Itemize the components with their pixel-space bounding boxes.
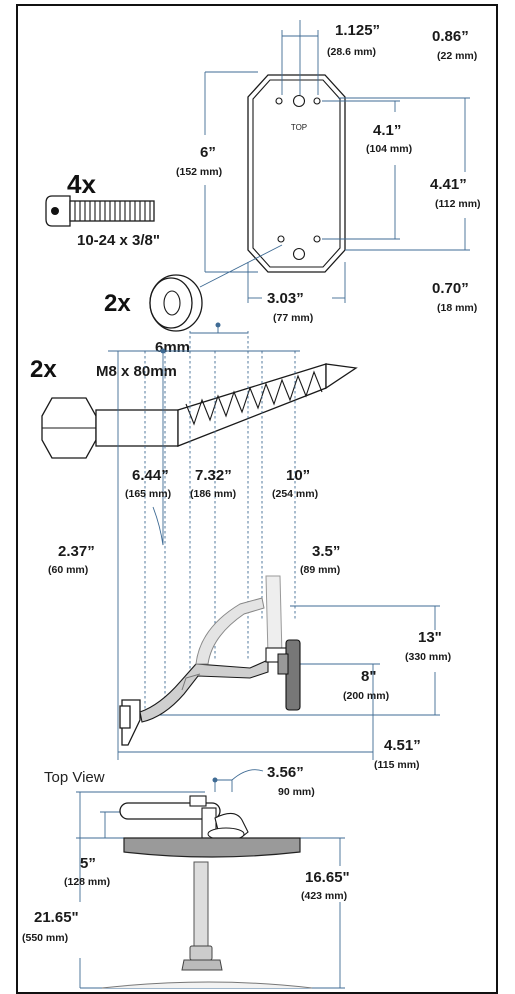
plate-hole-height-in: 4.1”: [373, 122, 401, 139]
plate-top-offset-mm: (22 mm): [437, 50, 477, 62]
side-depth-4-mm: (60 mm): [48, 564, 88, 576]
side-depth-5-in: 3.5”: [312, 543, 340, 560]
washer-size: 6mm: [155, 339, 190, 356]
washer-quantity: 2x: [104, 290, 131, 317]
top-depth-3-in: 16.65": [305, 869, 350, 886]
side-view-labels: 6.44” (165 mm) 7.32” (186 mm) 10” (254 m…: [48, 467, 451, 771]
plate-top-offset-in: 0.86”: [432, 28, 469, 45]
washer: [149, 274, 203, 332]
monitor-side: [285, 639, 301, 711]
side-height-2-in: 8": [361, 668, 376, 685]
top-view-labels: 3.56” 90 mm) 5” (128 mm) 16.65" (423 mm)…: [22, 764, 350, 944]
plate-width-mm: (77 mm): [273, 312, 313, 324]
side-depth-1-in: 6.44”: [132, 467, 169, 484]
top-depth-4-in: 21.65": [34, 909, 79, 926]
plate-hole-spacing-mm: (28.6 mm): [327, 46, 376, 58]
plate-width-in: 3.03”: [267, 290, 304, 307]
side-depth-2-in: 7.32”: [195, 467, 232, 484]
side-depth-4-in: 2.37”: [58, 543, 95, 560]
plate-labels: 1.125” (28.6 mm) 0.86” (22 mm) 6” (152 m…: [176, 22, 481, 324]
plate-height-in: 6”: [200, 144, 216, 161]
top-view-arm: [101, 795, 313, 989]
plate-inner-height-mm: (112 mm): [435, 198, 481, 210]
plate-hole: [313, 97, 321, 105]
side-height-1-mm: (330 mm): [405, 651, 451, 663]
top-view-title: Top View: [44, 769, 105, 786]
side-height-1-in: 13": [418, 629, 442, 646]
top-depth-1-in: 3.56”: [267, 764, 304, 781]
side-height-3-in: 4.51”: [384, 737, 421, 754]
plate-height-mm: (152 mm): [176, 166, 222, 178]
plate-bottom-offset-mm: (18 mm): [437, 302, 477, 314]
side-depth-3-mm: (254 mm): [272, 488, 318, 500]
top-depth-4-mm: (550 mm): [22, 932, 68, 944]
plate-hole: [275, 97, 283, 105]
plate-hole-height-mm: (104 mm): [366, 143, 412, 155]
side-depth-3-in: 10”: [286, 467, 310, 484]
wall-plate: TOP: [247, 74, 346, 273]
top-depth-1-mm: 90 mm): [278, 786, 315, 798]
plate-top-label: TOP: [291, 123, 307, 132]
top-depth-2-in: 5”: [80, 855, 96, 872]
lag-size: M8 x 80mm: [96, 363, 177, 380]
side-depth-5-mm: (89 mm): [300, 564, 340, 576]
side-view-arm: [119, 575, 301, 746]
side-depth-2-mm: (186 mm): [190, 488, 236, 500]
side-height-2-mm: (200 mm): [343, 690, 389, 702]
plate-inner-height-in: 4.41”: [430, 176, 467, 193]
side-depth-1-mm: (165 mm): [125, 488, 171, 500]
plate-hole: [313, 235, 321, 243]
plate-dimension-lines: [199, 20, 470, 303]
screw-quantity: 4x: [67, 169, 96, 199]
plate-hole-spacing-in: 1.125”: [335, 22, 380, 39]
side-height-3-mm: (115 mm): [374, 759, 420, 771]
machine-screw: [45, 195, 155, 227]
plate-hole: [292, 247, 306, 261]
top-depth-3-mm: (423 mm): [301, 890, 347, 902]
monitor-top: [123, 837, 301, 858]
page-frame: [16, 4, 498, 994]
screw-size: 10-24 x 3/8": [77, 232, 160, 249]
top-depth-2-mm: (128 mm): [64, 876, 110, 888]
lag-quantity: 2x: [30, 356, 57, 383]
side-view-dimension-lines: [108, 322, 440, 760]
lag-bolt: [41, 363, 358, 459]
plate-bottom-offset-in: 0.70”: [432, 280, 469, 297]
plate-hole: [277, 235, 285, 243]
plate-hole: [292, 94, 306, 108]
